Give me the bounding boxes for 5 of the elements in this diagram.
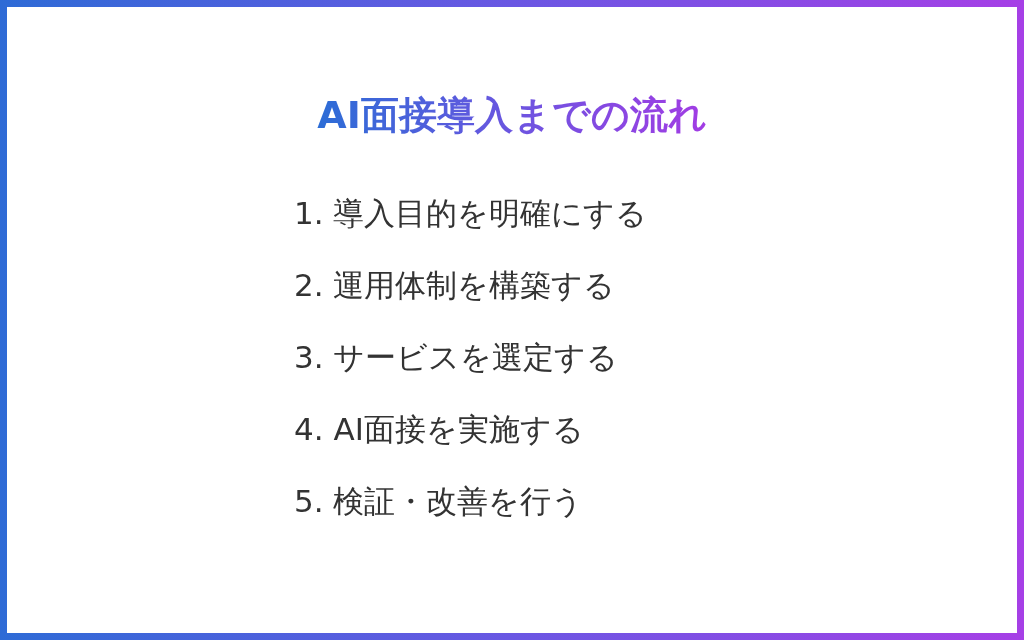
step-text: 4. AI面接を実施する <box>294 410 585 450</box>
step-text: 5. 検証・改善を行う <box>294 482 585 522</box>
step-text: 2. 運用体制を構築する <box>294 266 617 306</box>
step-text: 1. 導入目的を明確にする <box>294 194 648 234</box>
step-text: 3. サービスを選定する <box>294 338 620 378</box>
